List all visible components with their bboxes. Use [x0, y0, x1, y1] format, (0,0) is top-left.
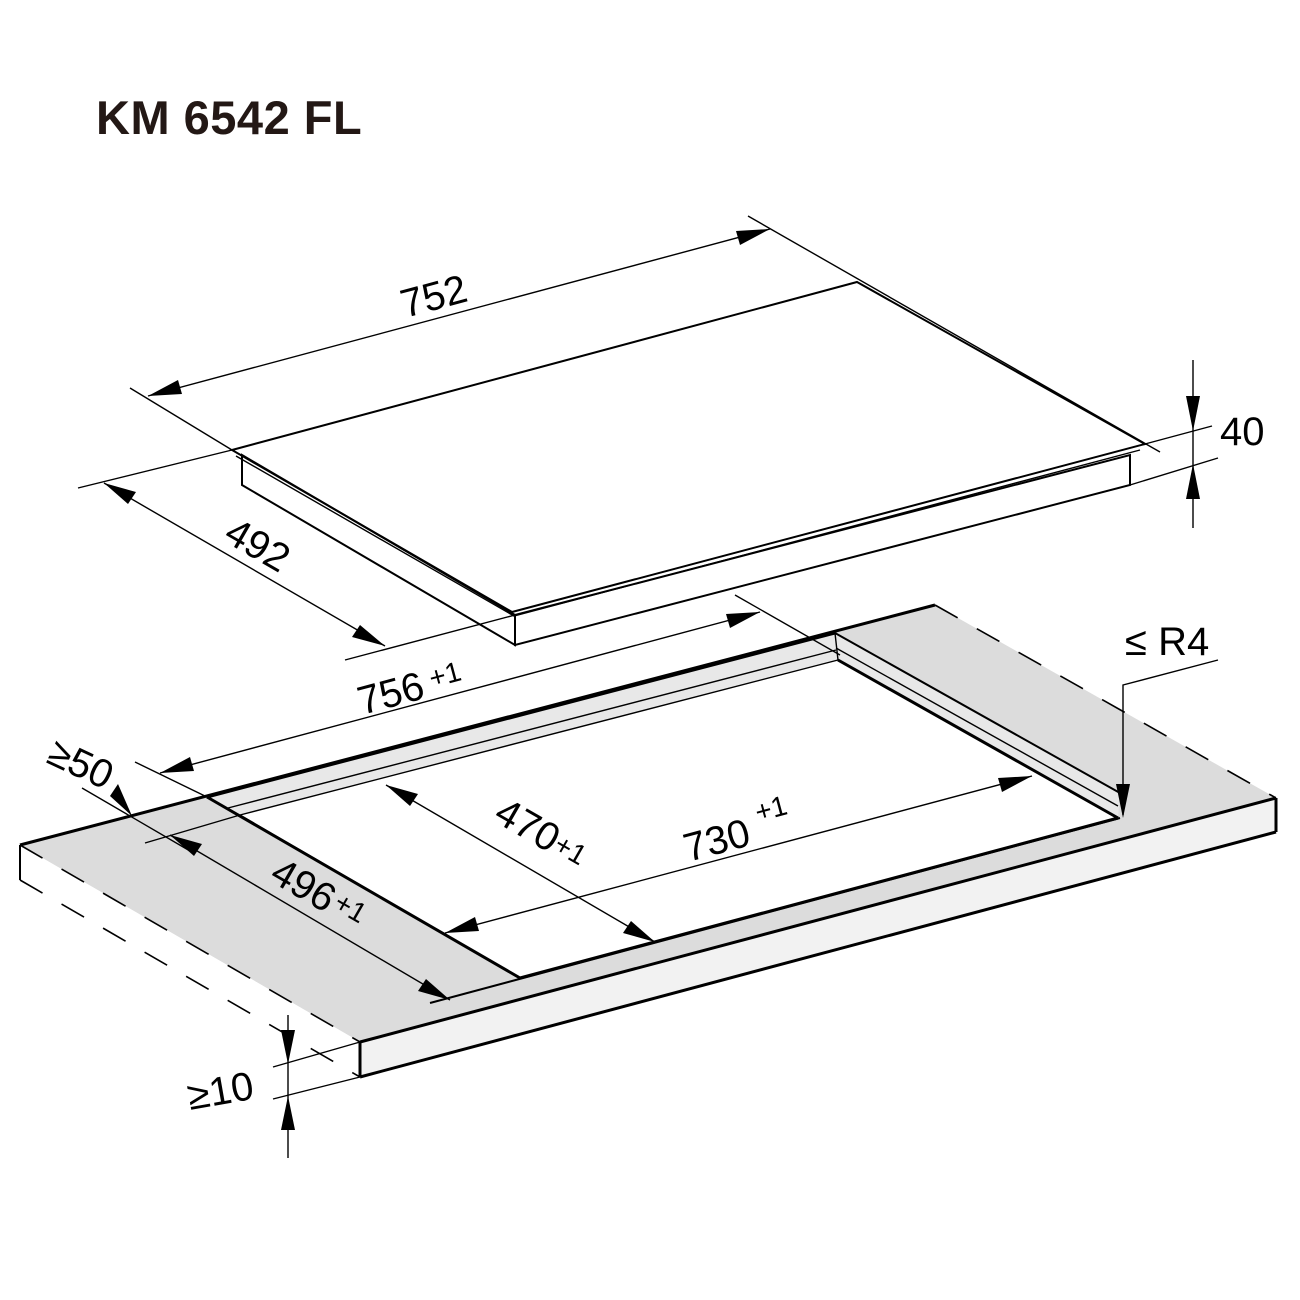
- cooktop-front-side: [514, 453, 1131, 647]
- cooktop-glass-top: [229, 280, 1148, 614]
- arrow-icon: [1186, 464, 1200, 499]
- model-title: KM 6542 FL: [96, 91, 363, 144]
- corner-radius-callout: ≤ R4: [1116, 620, 1219, 818]
- arrow-icon: [1186, 396, 1200, 431]
- worktop-thickness-label: ≥10: [184, 1064, 257, 1119]
- arrow-icon: [110, 784, 132, 816]
- dimension-cooktop-width: 752: [129, 215, 1161, 453]
- cutout-outer-width-label: 756: [353, 664, 429, 724]
- cutout-rebate-back: [207, 633, 838, 815]
- arrow-icon: [418, 979, 450, 1000]
- worktop-front-face: [360, 798, 1276, 1077]
- arrow-icon: [281, 1030, 295, 1064]
- arrow-icon: [998, 776, 1032, 792]
- arrow-icon: [352, 625, 385, 646]
- arrow-icon: [104, 483, 136, 504]
- dimension-cooktop-height: 40: [1129, 360, 1265, 528]
- arrow-icon: [445, 917, 479, 933]
- worktop-left-bottom-hidden: [19, 879, 361, 1078]
- cooktop-depth-label: 492: [218, 510, 298, 581]
- cutout-rebate-right: [835, 633, 1120, 818]
- arrow-icon: [736, 229, 770, 245]
- cooktop-width-label: 752: [396, 267, 472, 327]
- front-distance-label: ≥50: [41, 730, 120, 798]
- cutout-opening: [240, 660, 1118, 978]
- worktop-drawing: [19, 603, 1278, 1079]
- cooktop-height-label: 40: [1220, 410, 1265, 454]
- arrow-icon: [726, 612, 760, 628]
- cooktop-glass-edge: [235, 449, 1141, 617]
- cutout-outer-width-tolerance: +1: [426, 656, 465, 694]
- arrow-icon: [623, 921, 655, 942]
- dimension-cooktop-depth: 492: [77, 449, 516, 661]
- arrow-icon: [148, 380, 182, 396]
- worktop-left-edge-hidden: [19, 844, 361, 1043]
- arrow-icon: [281, 1096, 295, 1130]
- corner-radius-label: ≤ R4: [1125, 620, 1209, 664]
- arrow-icon: [386, 785, 418, 806]
- worktop-back-edge-hidden: [934, 604, 1277, 799]
- worktop-left-face: [20, 845, 360, 1077]
- arrow-icon: [1116, 784, 1130, 818]
- arrow-icon: [160, 757, 194, 773]
- arrow-icon: [170, 835, 202, 856]
